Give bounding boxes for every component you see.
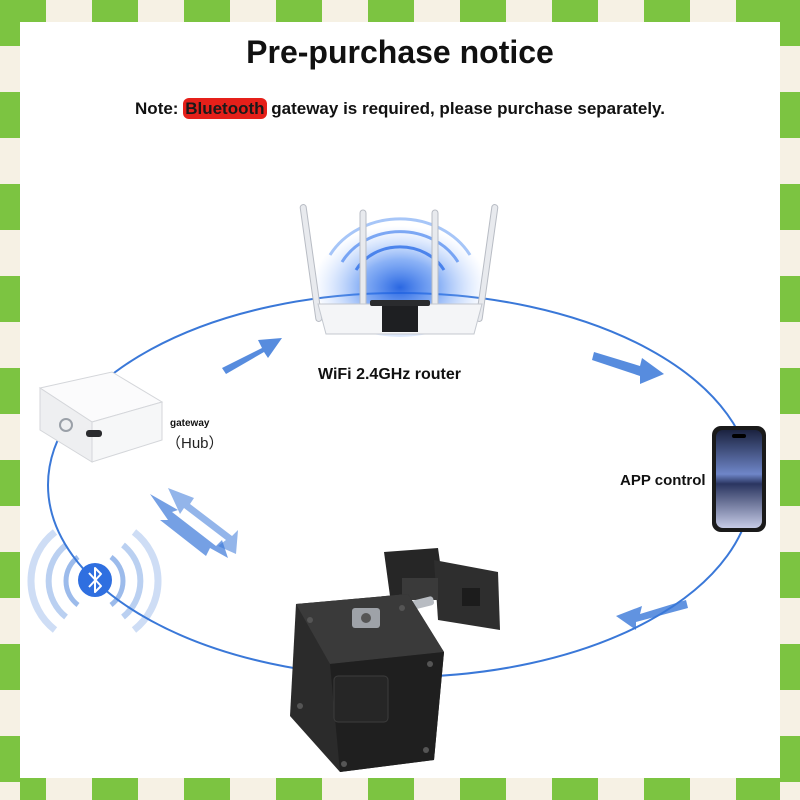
notice-highlight-bluetooth: Bluetooth xyxy=(183,98,267,119)
hub-label: （Hub） xyxy=(166,435,224,452)
app-control-label: APP control xyxy=(620,472,706,489)
bluetooth-icon xyxy=(27,529,162,633)
router-label: WiFi 2.4GHz router xyxy=(318,366,461,383)
decorative-border-right xyxy=(780,0,800,800)
notice-text: Note: Bluetooth gateway is required, ple… xyxy=(0,98,800,119)
flow-arrow-app-to-lock xyxy=(616,600,688,630)
smart-lock-icon xyxy=(290,548,500,772)
gateway-hub-icon xyxy=(38,371,164,463)
flow-arrow-bidirectional xyxy=(150,488,238,558)
notice-suffix: gateway is required, please purchase sep… xyxy=(266,99,665,118)
decorative-border-bottom xyxy=(0,778,800,800)
smartphone-icon xyxy=(712,426,766,532)
notice-prefix: Note: xyxy=(135,99,184,118)
flow-arrow-router-to-app xyxy=(592,352,664,384)
page-title: Pre-purchase notice xyxy=(246,34,554,70)
decorative-border-top xyxy=(0,0,800,22)
decorative-border-left xyxy=(0,0,20,800)
wifi-router-icon xyxy=(299,204,499,337)
gateway-label: gateway xyxy=(170,418,210,429)
flow-arrow-gateway-to-router xyxy=(222,338,282,374)
